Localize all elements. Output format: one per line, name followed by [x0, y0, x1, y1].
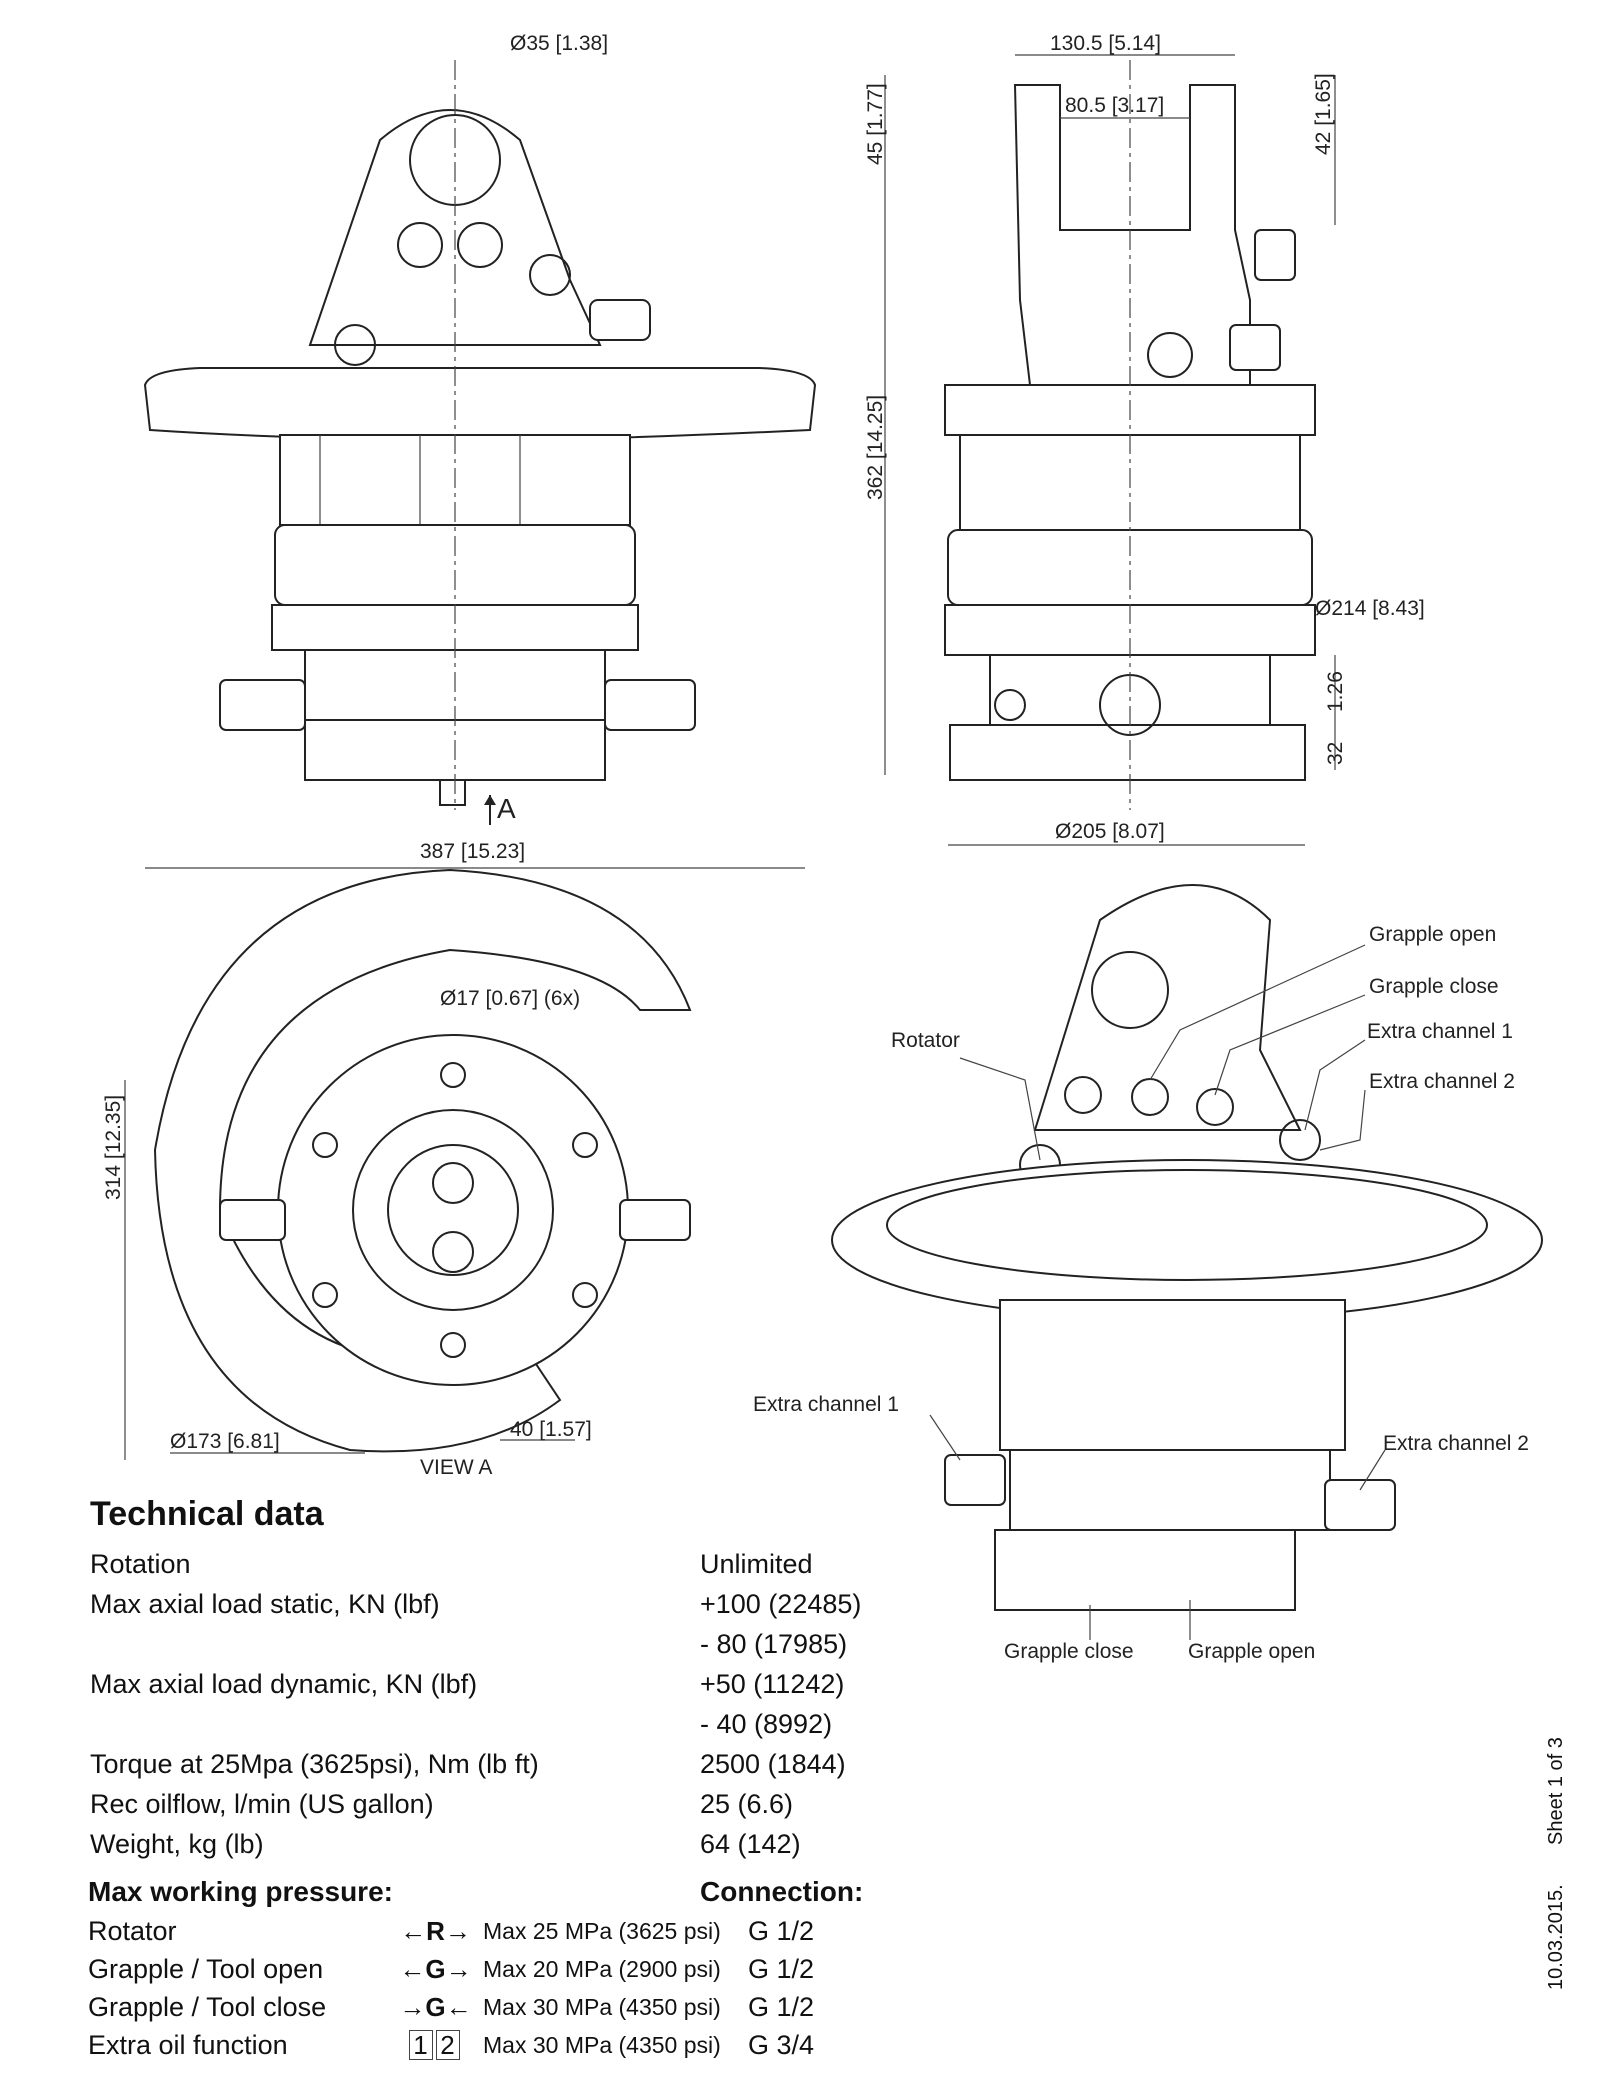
pressure-value: Max 25 MPa (3625 psi) [483, 1918, 721, 1944]
callout-grapple-close-bottom: Grapple close [1004, 1640, 1134, 1663]
callout-grapple-open-bottom: Grapple open [1188, 1640, 1315, 1663]
pressure-label: Grapple / Tool close [88, 1992, 327, 2022]
spec-row: Max axial load static, KN (lbf) +100 (224… [90, 1584, 910, 1624]
spec-value: - 80 (17985) [700, 1629, 848, 1659]
connection-value: G 1/2 [748, 1916, 815, 1946]
view-arrow-label: A [497, 793, 516, 824]
pressure-value: Max 30 MPa (4350 psi) [483, 2032, 721, 2058]
dim-1-26: 1.26 [1324, 671, 1347, 712]
spec-label [90, 1624, 700, 1664]
technical-data: Technical data Rotation Unlimited Max axi… [90, 1490, 910, 1864]
sheet-number: Sheet 1 of 3 [1545, 1737, 1567, 1845]
spec-row: - 40 (8992) [90, 1704, 910, 1744]
callout-extra-channel-2: Extra channel 2 [1369, 1070, 1515, 1093]
spec-label: Weight, kg (lb) [90, 1829, 264, 1859]
callout-extra-channel-1: Extra channel 1 [1367, 1020, 1513, 1043]
dim-40: 40 [1.57] [510, 1418, 592, 1441]
pressure-row: Grapple / Tool close →G← Max 30 MPa (4350 … [88, 1988, 988, 2026]
pressure-title: Max working pressure: [88, 1876, 393, 1907]
channel-1-box: 1 [408, 2030, 433, 2060]
spec-row: Weight, kg (lb) 64 (142) [90, 1824, 910, 1864]
spec-value: 25 (6.6) [700, 1789, 794, 1819]
pressure-value: Max 20 MPa (2900 psi) [483, 1956, 721, 1982]
dim-diameter-173: Ø173 [6.81] [170, 1430, 280, 1453]
spec-row: Rec oilflow, l/min (US gallon) 25 (6.6) [90, 1784, 910, 1824]
grapple-close-symbol: →G← [399, 1992, 472, 2022]
front-view [143, 60, 817, 825]
dim-height-314: 314 [12.35] [102, 1095, 125, 1200]
callout-extra-channel-2-bottom: Extra channel 2 [1383, 1432, 1529, 1455]
callout-grapple-close: Grapple close [1369, 975, 1499, 998]
spec-row: - 80 (17985) [90, 1624, 910, 1664]
connection-value: G 1/2 [748, 1992, 815, 2022]
spec-value: 2500 (1844) [700, 1749, 846, 1779]
view-a-label: VIEW A [420, 1456, 492, 1479]
technical-data-title: Technical data [90, 1495, 324, 1533]
pressure-label: Grapple / Tool open [88, 1954, 324, 1984]
rotator-symbol: ←R→ [400, 1916, 471, 1946]
spec-value: 64 (142) [700, 1829, 801, 1859]
connection-value: G 1/2 [748, 1954, 815, 1984]
callout-extra-channel-1-bottom: Extra channel 1 [753, 1393, 899, 1416]
dim-width-80: 80.5 [3.17] [1065, 94, 1164, 117]
pressure-table: Max working pressure: Connection: Rotator… [88, 1872, 988, 2064]
dim-32: 32 [1324, 742, 1347, 765]
spec-value: +50 (11242) [700, 1669, 845, 1699]
connection-title: Connection: [700, 1876, 864, 1907]
callout-grapple-open: Grapple open [1369, 923, 1496, 946]
sheet-date: 10.03.2015. [1545, 1884, 1567, 1990]
dim-diameter-214: Ø214 [8.43] [1315, 597, 1425, 620]
pressure-row: Grapple / Tool open ←G→ Max 20 MPa (2900 p… [88, 1950, 988, 1988]
dim-height-362: 362 [14.25] [864, 395, 887, 500]
spec-label: Rotation [90, 1549, 191, 1579]
pressure-label: Rotator [88, 1916, 177, 1946]
spec-row: Max axial load dynamic, KN (lbf) +50 (112… [90, 1664, 910, 1704]
spec-label: Rec oilflow, l/min (US gallon) [90, 1789, 434, 1819]
spec-label: Torque at 25Mpa (3625psi), Nm (lb ft) [90, 1749, 539, 1779]
spec-value: - 40 (8992) [700, 1709, 833, 1739]
isometric-view [831, 884, 1543, 1640]
callout-rotator: Rotator [891, 1029, 960, 1052]
side-view [884, 54, 1336, 846]
dim-width-130: 130.5 [5.14] [1050, 32, 1161, 55]
dim-hole-diameter: Ø17 [0.67] (6x) [440, 987, 580, 1010]
dim-diameter-205: Ø205 [8.07] [1055, 820, 1165, 843]
spec-row: Rotation Unlimited [90, 1544, 910, 1584]
dim-height-42: 42 [1.65] [1312, 73, 1335, 155]
dim-width-387: 387 [15.23] [420, 840, 525, 863]
spec-value: Unlimited [700, 1549, 813, 1579]
dim-height-45: 45 [1.77] [864, 83, 887, 165]
spec-label: Max axial load dynamic, KN (lbf) [90, 1669, 478, 1699]
pressure-header: Max working pressure: Connection: [88, 1872, 988, 1912]
connection-value: G 3/4 [748, 2030, 815, 2060]
view-a [124, 867, 805, 1460]
spec-label: Max axial load static, KN (lbf) [90, 1589, 440, 1619]
channel-2-box: 2 [435, 2030, 460, 2060]
dim-pin-diameter: Ø35 [1.38] [510, 32, 608, 55]
spec-value: +100 (22485) [700, 1589, 862, 1619]
pressure-label: Extra oil function [88, 2030, 288, 2060]
spec-row: Torque at 25Mpa (3625psi), Nm (lb ft) 250… [90, 1744, 910, 1784]
grapple-open-symbol: ←G→ [399, 1954, 472, 1984]
pressure-row: Rotator ←R→ Max 25 MPa (3625 psi) G 1/2 [88, 1912, 988, 1950]
pressure-value: Max 30 MPa (4350 psi) [483, 1994, 721, 2020]
spec-label [90, 1704, 700, 1744]
